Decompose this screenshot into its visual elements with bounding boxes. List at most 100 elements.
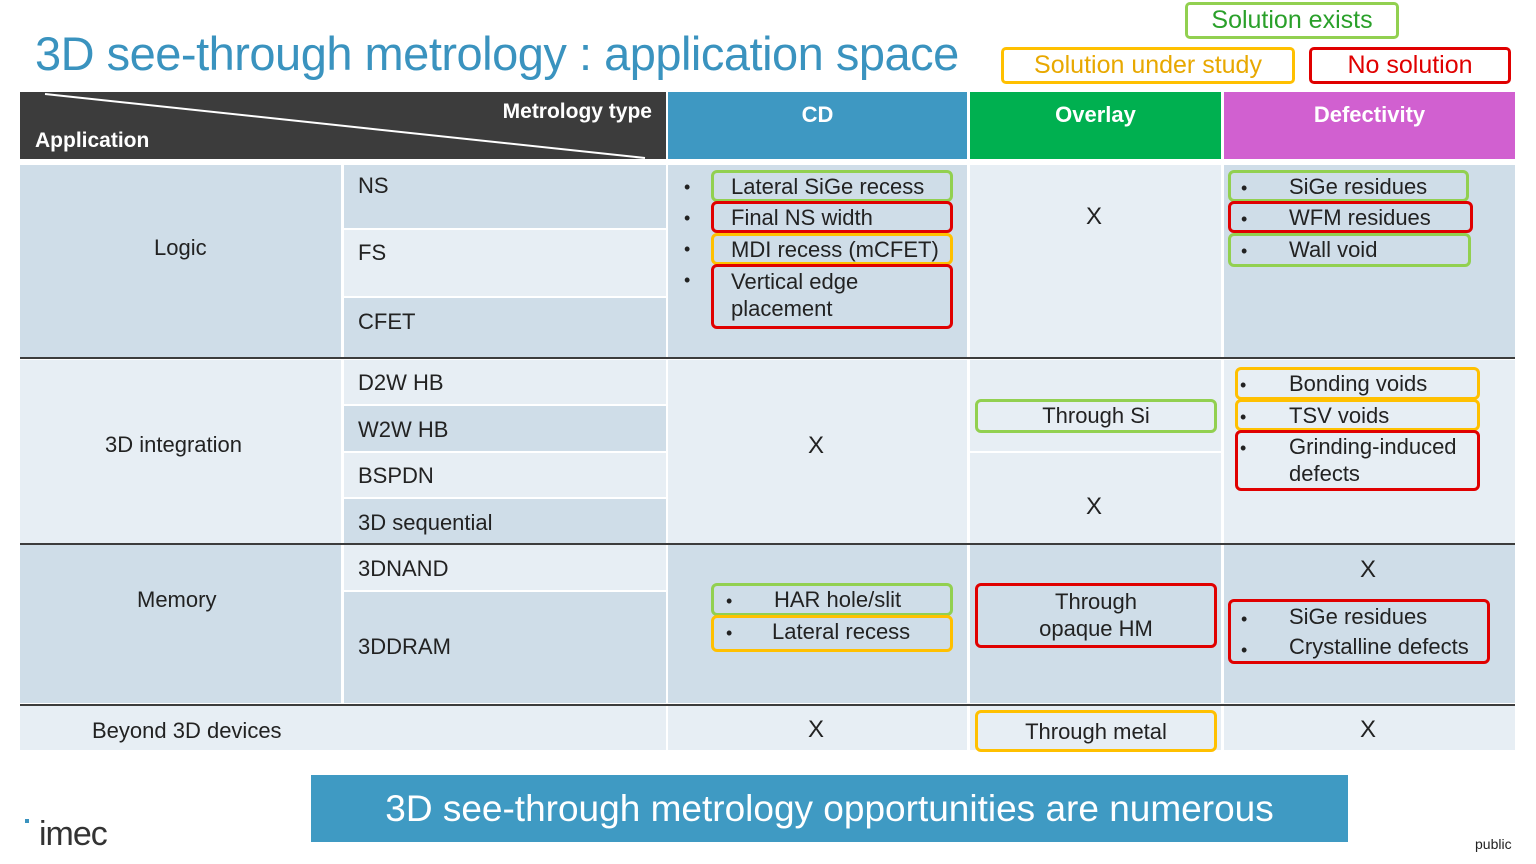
legend-no-solution: No solution [1309, 47, 1511, 84]
app-memory-label: Memory [137, 587, 217, 612]
sub-label: 3DDRAM [358, 634, 451, 659]
defect-tsv-voids: • TSV voids [1235, 399, 1480, 431]
cd-mdi-recess: MDI recess (mCFET) [711, 233, 953, 265]
defect-sige-residues: • SiGe residues [1228, 170, 1469, 202]
bullet: • [684, 177, 691, 197]
header-overlay: Overlay [970, 92, 1221, 159]
legend-solution-under-study: Solution under study [1001, 47, 1295, 84]
defect-text: Wall void [1289, 237, 1378, 262]
defect-text: Bonding voids [1289, 371, 1428, 396]
bullet: • [1240, 375, 1247, 395]
sub-fs-label: FS [358, 240, 387, 265]
overlay-beyond-cell [970, 706, 1221, 750]
sub-3dnand: 3DNAND [344, 545, 666, 590]
defect-memory-cell: X [1224, 545, 1515, 703]
bullet: • [1240, 407, 1247, 427]
app-logic: Logic [20, 165, 341, 358]
cd-memory-cell [668, 545, 967, 703]
sub-w2w-hb: W2W HB [344, 406, 666, 451]
app-3d-integration: 3D integration [20, 360, 341, 543]
overlay-memory-cell [970, 545, 1221, 703]
classification-label: public [1475, 836, 1512, 852]
app-beyond-label: Beyond 3D devices [92, 718, 282, 743]
defect-wall-void: • Wall void [1228, 233, 1471, 267]
defect-crystalline-defects: Crystalline defects [1289, 634, 1469, 659]
not-applicable-mark: X [808, 716, 825, 743]
not-applicable-mark: X [1360, 556, 1377, 583]
defect-bonding-voids: • Bonding voids [1235, 367, 1480, 400]
bullet: • [1241, 209, 1248, 229]
header-defectivity: Defectivity [1224, 92, 1515, 159]
bullet: • [684, 208, 691, 228]
cd-text: Lateral recess [772, 619, 911, 644]
bullet: • [1241, 178, 1248, 198]
bullet: • [1240, 438, 1247, 458]
sub-label: D2W HB [358, 370, 444, 395]
bullet: • [726, 591, 733, 611]
app-logic-label: Logic [154, 235, 207, 260]
cd-har-hole-slit: • HAR hole/slit [711, 583, 953, 616]
bullet: • [684, 270, 691, 290]
overlay-through-metal: Through metal [975, 710, 1217, 752]
sub-fs: FS [344, 230, 666, 296]
overlay-through-si: Through Si [975, 399, 1217, 433]
not-applicable-mark: X [1086, 203, 1103, 230]
cd-final-ns-width: Final NS width [711, 201, 953, 233]
defect-sige-residues: SiGe residues [1289, 604, 1428, 629]
cd-logic-cell [668, 165, 967, 358]
app-beyond-3d: Beyond 3D devices [20, 706, 666, 750]
not-applicable-mark: X [808, 432, 825, 459]
cd-vertical-edge-placement: Vertical edge placement [711, 264, 953, 329]
row-divider [20, 357, 1515, 359]
app-3d-integration-label: 3D integration [105, 432, 242, 457]
row-divider [20, 543, 1515, 545]
defect-text: TSV voids [1289, 403, 1390, 428]
cd-lateral-recess: • Lateral recess [711, 615, 953, 652]
sub-label: W2W HB [358, 417, 449, 442]
sub-label: BSPDN [358, 463, 434, 488]
row-divider [20, 704, 1515, 706]
sub-bspdn: BSPDN [344, 453, 666, 497]
conclusion-banner: 3D see-through metrology opportunities a… [311, 775, 1348, 842]
cd-beyond-cell: X [668, 706, 967, 750]
metrology-type-label: Metrology type [502, 100, 652, 123]
cd-3d-integration-cell: X [668, 360, 967, 543]
defect-beyond-cell: X [1224, 706, 1515, 750]
slide-title: 3D see-through metrology : application s… [35, 27, 959, 80]
defect-text: SiGe residues [1289, 174, 1428, 199]
sub-cfet: CFET [344, 298, 666, 358]
defect-text: Grinding-induced defects [1289, 434, 1457, 486]
sub-ns-label: NS [358, 173, 389, 198]
cd-lateral-sige-recess: Lateral SiGe recess [711, 170, 953, 202]
app-memory: Memory [20, 545, 341, 703]
cd-text: HAR hole/slit [774, 587, 902, 612]
overlay-3d-integration-bottom: X [970, 453, 1221, 543]
defect-text: WFM residues [1289, 205, 1431, 230]
legend-solution-exists: Solution exists [1185, 2, 1399, 39]
bullet: • [726, 623, 733, 643]
sub-cfet-label: CFET [358, 309, 416, 334]
logo-text: imec [39, 815, 108, 853]
sub-ns: NS [344, 165, 666, 228]
sub-d2w-hb: D2W HB [344, 360, 666, 404]
defect-wfm-residues: • WFM residues [1228, 201, 1473, 233]
application-label: Application [35, 129, 150, 152]
sub-label: 3DNAND [358, 556, 449, 581]
imec-logo: imec [25, 815, 108, 854]
header-corner-cell: Metrology type Application [20, 92, 666, 159]
defect-3d-integration-cell [1224, 360, 1515, 543]
overlay-3d-integration-top [970, 360, 1221, 451]
sub-3d-sequential: 3D sequential [344, 499, 666, 543]
header-cd: CD [668, 92, 967, 159]
overlay-logic-cell: X [970, 165, 1221, 358]
bullet: • [1241, 640, 1248, 660]
sub-label: 3D sequential [358, 510, 493, 535]
bullet: • [1241, 241, 1248, 261]
bullet: • [1241, 609, 1248, 629]
overlay-through-opaque-hm: Through opaque HM [975, 583, 1217, 648]
sub-3ddram: 3DDRAM [344, 592, 666, 703]
not-applicable-mark: X [1360, 716, 1377, 743]
not-applicable-mark: X [1086, 493, 1103, 520]
bullet: • [684, 239, 691, 259]
